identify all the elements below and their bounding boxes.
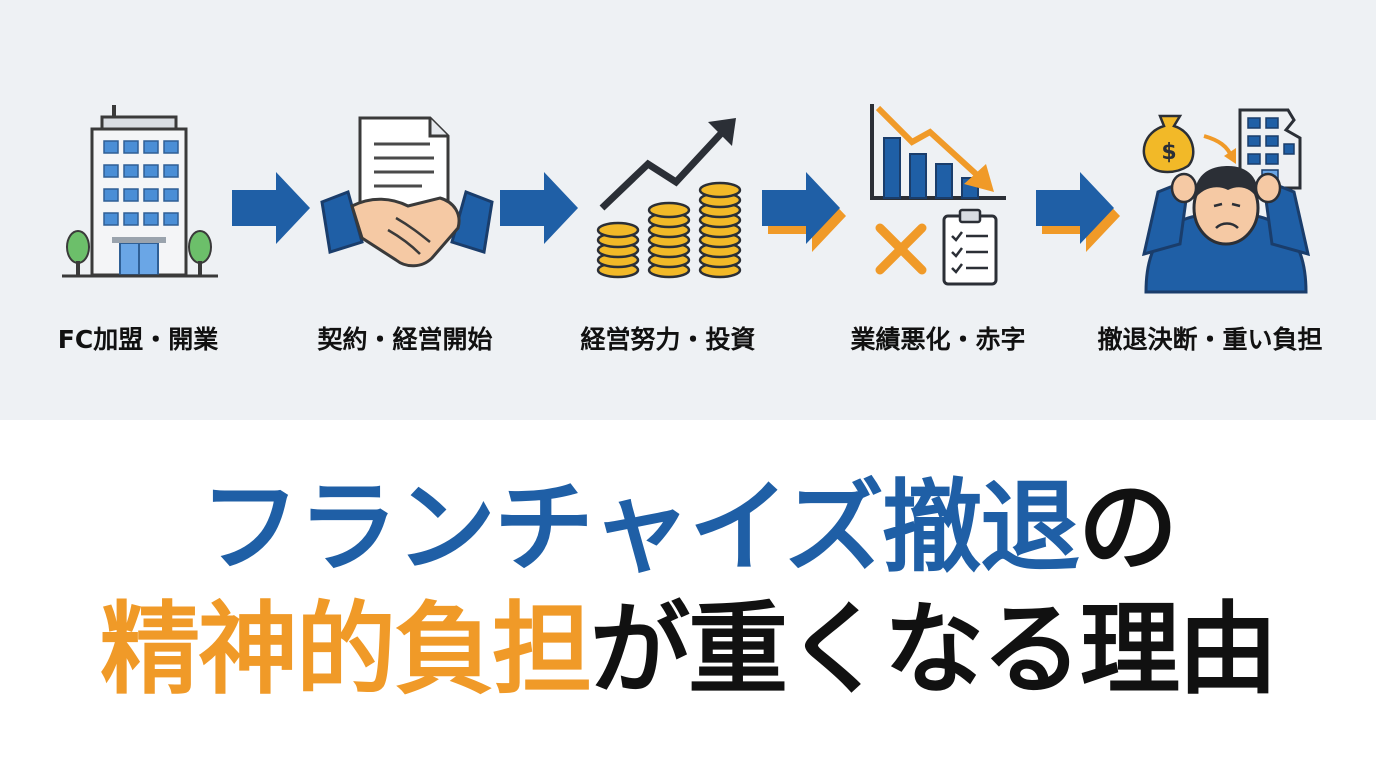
headline-orange-part: 精神的負担 bbox=[100, 591, 592, 708]
headline: フランチャイズ撤退の 精神的負担が重くなる理由 bbox=[0, 478, 1376, 700]
step-label-fc-join: FC加盟・開業 bbox=[57, 325, 219, 354]
flow-arrow-3 bbox=[762, 172, 846, 252]
step-label-contract: 契約・経営開始 bbox=[317, 325, 493, 354]
step-label-investment: 経営努力・投資 bbox=[580, 325, 756, 354]
svg-text:$: $ bbox=[1161, 140, 1176, 165]
headline-black-part-2: が重くなる理由 bbox=[590, 591, 1278, 708]
headline-blue-part: フランチャイズ撤退 bbox=[200, 469, 1080, 586]
headline-line-1: フランチャイズ撤退の bbox=[0, 478, 1376, 578]
headline-black-part-1: の bbox=[1078, 469, 1178, 586]
office-building-icon bbox=[62, 105, 218, 278]
flow-arrow-1 bbox=[232, 172, 310, 244]
step-label-withdrawal: 撤退決断・重い負担 bbox=[1097, 325, 1323, 354]
process-flow-panel: $ FC加盟・開業 契約・経営開始 経営努力・投資 業績悪化・赤字 撤退決断・重… bbox=[0, 0, 1376, 420]
declining-chart-icon bbox=[870, 104, 1006, 286]
coins-growth-icon bbox=[596, 118, 742, 279]
flow-arrow-4 bbox=[1036, 172, 1120, 252]
stressed-person-icon: $ bbox=[1141, 108, 1311, 294]
step-label-decline: 業績悪化・赤字 bbox=[850, 325, 1026, 354]
headline-line-2: 精神的負担が重くなる理由 bbox=[0, 600, 1376, 700]
handshake-contract-icon bbox=[320, 116, 494, 268]
flow-arrow-2 bbox=[500, 172, 578, 244]
